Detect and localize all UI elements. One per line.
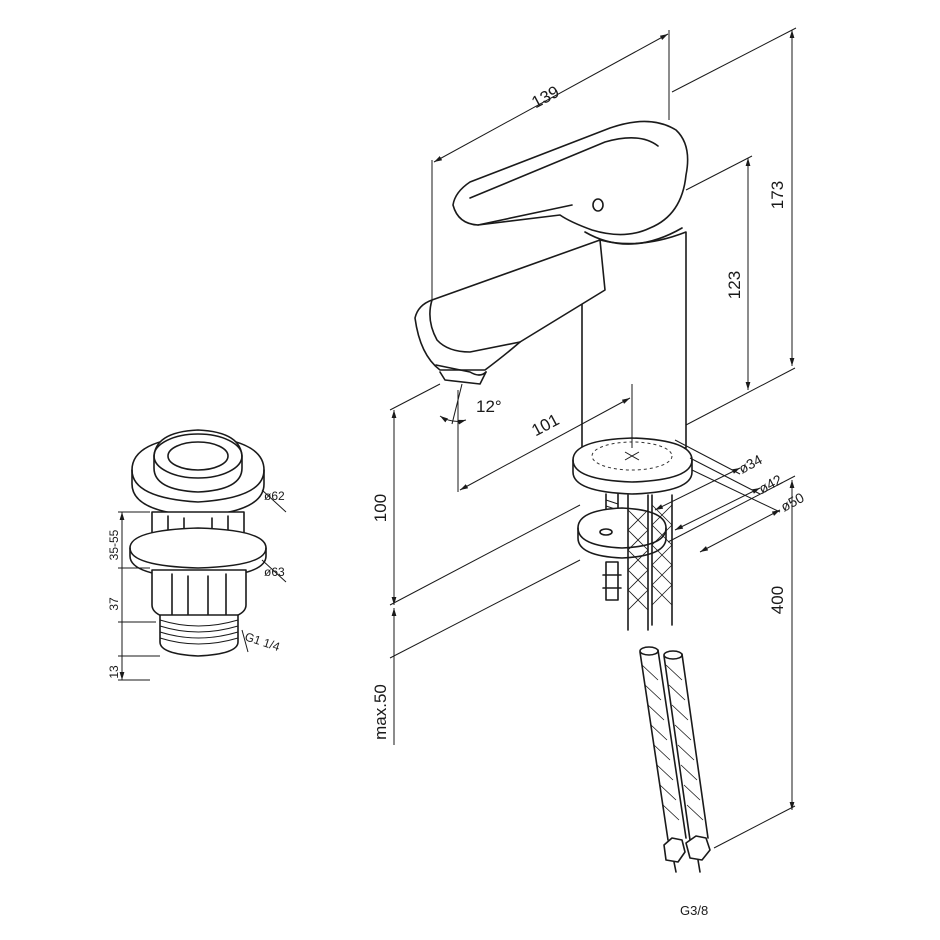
dim-body-height-label: 123 <box>725 271 744 299</box>
dim-outlet-height-label: 100 <box>371 494 390 522</box>
dim-spout-angle-label: 12° <box>476 397 502 416</box>
dim-deck-thickness-label: max.50 <box>371 684 390 740</box>
dim-body-height: 123 <box>685 155 753 390</box>
dim-deck-thickness: max.50 <box>371 559 581 745</box>
drain-adjust-range-label: 35-55 <box>107 529 121 560</box>
dim-total-height-label: 173 <box>768 181 787 209</box>
supply-hoses <box>602 494 711 873</box>
dim-hose-length-label: 400 <box>768 586 787 614</box>
dim-spout-angle: 12° <box>439 383 502 425</box>
faucet-base <box>572 437 693 559</box>
dim-base-d42-label: ø42 <box>756 471 785 497</box>
dim-spout-reach-label: 101 <box>528 410 562 440</box>
drain-flange-diameter-label: ø63 <box>264 565 285 579</box>
drain-thread-height-label: 13 <box>107 665 121 679</box>
dim-outlet-height: 100 <box>371 383 581 606</box>
drain-thread-label: G1 1/4 <box>243 630 282 655</box>
drain-body-height-label: 37 <box>107 597 121 611</box>
dim-total-height: 173 <box>671 27 797 366</box>
drain-cap-diameter-label: ø62 <box>264 489 285 503</box>
dim-hose-length: 400 <box>667 475 796 849</box>
faucet-body <box>414 120 689 449</box>
dim-base-d34-label: ø34 <box>736 451 765 477</box>
hose-thread-label: G3/8 <box>680 903 708 918</box>
drain-assembly <box>129 429 267 657</box>
dim-deck-line <box>685 367 796 426</box>
dim-base-d50-label: ø50 <box>778 489 807 515</box>
